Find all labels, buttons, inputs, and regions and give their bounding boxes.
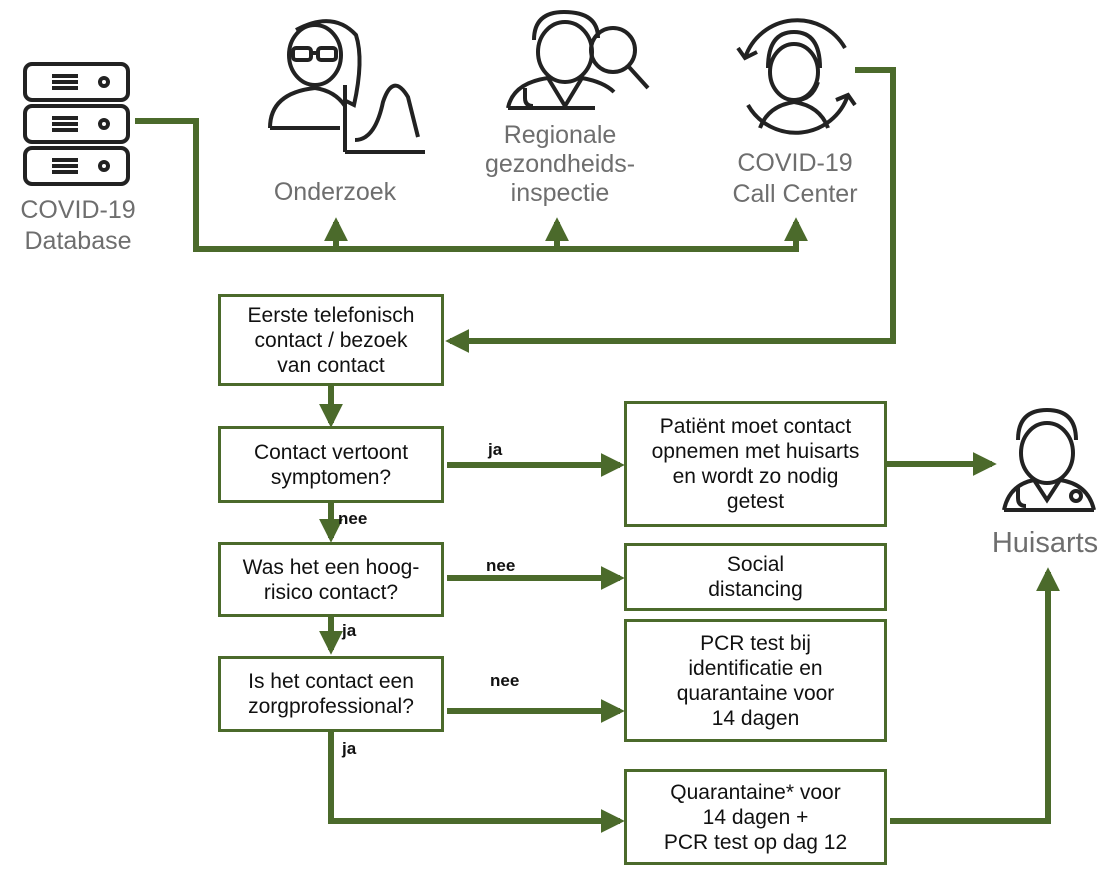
server-database-icon bbox=[23, 62, 130, 186]
edge-label-symptoms-yes: ja bbox=[488, 440, 503, 459]
contact-gp-box: Patiënt moet contact opnemen met huisart… bbox=[624, 401, 887, 527]
social-distancing-box: Social distancing bbox=[624, 543, 887, 611]
symptoms-box: Contact vertoont symptomen? bbox=[218, 426, 444, 503]
edge-label-care-no: nee bbox=[490, 671, 520, 690]
first-contact-box: Eerste telefonisch contact / bezoek van … bbox=[218, 294, 444, 386]
edge-label-care-yes: ja bbox=[342, 739, 357, 758]
database-bus-line bbox=[135, 118, 808, 252]
quarantine-box: Quarantaine* voor 14 dagen + PCR test op… bbox=[624, 769, 887, 865]
research-label: Onderzoek bbox=[273, 178, 397, 206]
callcenter-to-contact bbox=[445, 67, 896, 353]
database-label: COVID-19 Database bbox=[20, 196, 136, 255]
doctor-magnifier-icon bbox=[506, 9, 650, 110]
callcenter-label: COVID-19 Call Center bbox=[732, 149, 858, 208]
doctor-icon bbox=[1002, 407, 1096, 512]
arrow-care-yes bbox=[328, 732, 625, 833]
edge-label-highrisk-no: nee bbox=[486, 556, 516, 575]
call-center-agent-icon bbox=[736, 18, 857, 135]
inspection-label: Regionale gezondheids- inspectie bbox=[484, 121, 636, 207]
arrow-quarantine-to-huisarts bbox=[890, 567, 1060, 824]
edge-label-symptoms-no: nee bbox=[338, 509, 368, 528]
pcr-box: PCR test bij identificatie en quarantain… bbox=[624, 619, 887, 742]
huisarts-label: Huisarts bbox=[991, 527, 1099, 559]
care-worker-box: Is het contact een zorgprofessional? bbox=[218, 656, 444, 732]
researcher-chart-icon bbox=[268, 19, 425, 154]
edge-label-highrisk-yes: ja bbox=[342, 621, 357, 640]
high-risk-box: Was het een hoog- risico contact? bbox=[218, 542, 444, 617]
